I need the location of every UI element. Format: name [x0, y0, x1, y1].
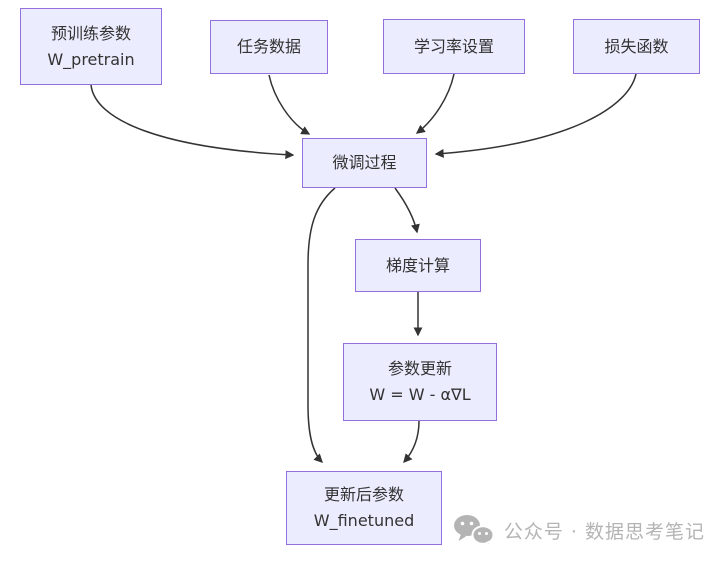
watermark-text: 公众号 · 数据思考笔记: [503, 520, 705, 543]
node-pretrained-params: 预训练参数 W_pretrain: [20, 8, 162, 85]
node-label: 梯度计算: [385, 255, 450, 275]
wechat-icon: [453, 515, 495, 546]
watermark: 公众号 · 数据思考笔记: [453, 514, 705, 546]
node-label: W = W - α∇L: [369, 385, 471, 404]
node-task-data: 任务数据: [210, 20, 328, 74]
node-label: 损失函数: [604, 36, 669, 56]
edge-loss-function-to-finetune: [434, 73, 637, 158]
node-label: 参数更新: [387, 359, 452, 379]
node-label: W_pretrain: [47, 49, 135, 69]
node-learning-rate: 学习率设置: [383, 19, 525, 74]
edge-pretrained-params-to-finetune: [90, 84, 295, 160]
node-label: W_finetuned: [313, 511, 415, 530]
node-finetune-process: 微调过程: [302, 138, 427, 188]
node-finetuned-params: 更新后参数 W_finetuned: [286, 471, 442, 545]
node-label: 更新后参数: [323, 485, 404, 505]
node-gradient-compute: 梯度计算: [355, 239, 481, 292]
edge-finetune-to-finetuned-params: [307, 187, 336, 463]
edge-finetune-to-gradient: [394, 187, 420, 234]
edge-learning-rate-to-finetune: [415, 73, 455, 134]
node-label: 微调过程: [332, 153, 397, 173]
edge-task-data-to-finetune: [268, 74, 311, 135]
node-param-update: 参数更新 W = W - α∇L: [343, 343, 497, 421]
edge-param-update-to-finetuned-params: [403, 420, 420, 464]
node-label: 预训练参数: [50, 23, 131, 43]
node-loss-function: 损失函数: [573, 19, 700, 74]
node-label: 任务数据: [236, 37, 301, 57]
node-label: 学习率设置: [413, 36, 494, 56]
